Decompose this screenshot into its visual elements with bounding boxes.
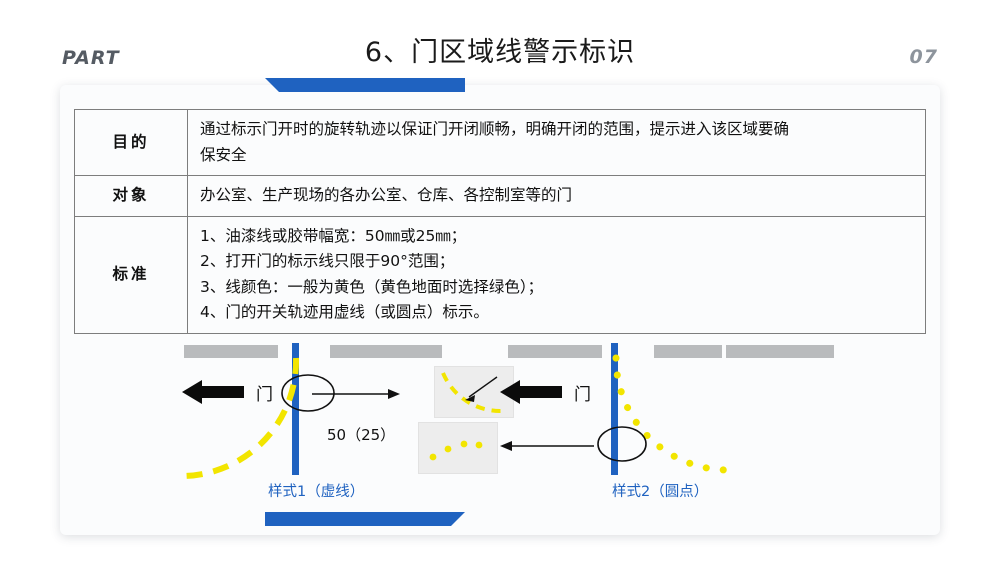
wall-segment xyxy=(654,345,722,358)
text-line: 2、打开门的标示线只限于90°范围； xyxy=(200,252,455,271)
caption-style-1: 样式1（虚线） xyxy=(268,484,365,500)
text-line: 通过标示门开时的旋转轨迹以保证门开闭顺畅，明确开闭的范围，提示进入该区域要确 xyxy=(200,120,790,138)
arrow-left-black xyxy=(182,380,244,404)
text-line: 3、线颜色：一般为黄色（黄色地面时选择绿色）； xyxy=(200,277,544,296)
ribbon-bottom-decoration xyxy=(265,512,465,526)
callout-ellipse-right xyxy=(597,426,647,462)
text-line: 保安全 xyxy=(200,145,247,164)
spec-table: 目的 通过标示门开时的旋转轨迹以保证门开闭顺畅，明确开闭的范围，提示进入该区域要… xyxy=(74,108,926,334)
door-label-right: 门 xyxy=(574,385,591,405)
row-value-standard: 1、油漆线或胶带幅宽：50㎜或25㎜； 2、打开门的标示线只限于90°范围； 3… xyxy=(187,215,926,334)
dimension-arrow xyxy=(312,389,400,399)
text-line: 4、门的开关轨迹用虚线（或圆点）标示。 xyxy=(200,303,489,322)
door-post-right xyxy=(611,343,618,475)
text-line: 1、油漆线或胶带幅宽：50㎜或25㎜； xyxy=(200,226,467,245)
table-row: 标准 1、油漆线或胶带幅宽：50㎜或25㎜； 2、打开门的标示线只限于90°范围… xyxy=(74,215,926,334)
page-title: 6、门区域线警示标识 xyxy=(364,37,636,68)
door-swing-arc-dotted xyxy=(612,354,732,474)
wall-segment xyxy=(184,345,278,358)
door-marking-diagram: 门 50（25） xyxy=(74,336,926,506)
row-value-object: 办公室、生产现场的各办公室、仓库、各控制室等的门 xyxy=(187,175,926,217)
dimension-label: 50（25） xyxy=(327,426,396,444)
wall-segment xyxy=(330,345,442,358)
page-number: 07 xyxy=(909,46,938,68)
row-value-purpose: 通过标示门开时的旋转轨迹以保证门开闭顺畅，明确开闭的范围，提示进入该区域要确 保… xyxy=(187,108,926,177)
row-key-object: 对象 xyxy=(74,175,188,217)
door-swing-arc-dashed xyxy=(183,357,300,479)
caption-style-2: 样式2（圆点） xyxy=(612,484,709,500)
arrow-right-black xyxy=(500,380,562,404)
callout-arrow-right xyxy=(500,441,594,451)
wall-segment xyxy=(726,345,834,358)
table-row: 对象 办公室、生产现场的各办公室、仓库、各控制室等的门 xyxy=(74,175,926,217)
ribbon-top-decoration xyxy=(265,78,465,92)
detail-photo-dotted xyxy=(418,422,498,474)
part-label: PART xyxy=(62,47,120,69)
row-key-purpose: 目的 xyxy=(74,108,188,177)
wall-segment xyxy=(508,345,602,358)
row-key-standard: 标准 xyxy=(74,215,188,334)
door-label-left: 门 xyxy=(256,385,273,405)
text-line: 办公室、生产现场的各办公室、仓库、各控制室等的门 xyxy=(200,186,573,205)
table-row: 目的 通过标示门开时的旋转轨迹以保证门开闭顺畅，明确开闭的范围，提示进入该区域要… xyxy=(74,108,926,177)
callout-ellipse-left xyxy=(281,374,335,412)
